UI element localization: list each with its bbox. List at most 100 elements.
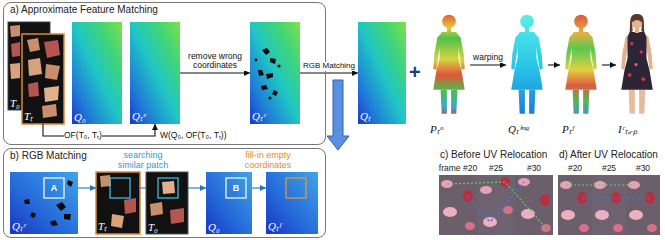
video-frame (480, 186, 492, 194)
group-heading: d) After UV Relocation (559, 149, 658, 160)
video-frame (647, 224, 657, 232)
body-figure (433, 14, 653, 114)
panel-heading: a) Approximate Feature Matching (10, 4, 158, 15)
uv-map (67, 180, 73, 187)
feature-matching-panel: a) Approximate Feature MatchingT₀TₜQ₀Qₜᵉ… (3, 2, 326, 145)
connector-arrow (180, 72, 250, 73)
figure-label: Pₜᶠ (562, 121, 574, 136)
body-figure (630, 42, 633, 45)
video-frame: frame #20 (439, 175, 477, 235)
uv-map (44, 178, 64, 198)
video-frame (541, 224, 551, 232)
comparison-group: c) Before UV Relocation frame #20 #25 #30 (438, 148, 555, 238)
texture-image (162, 181, 175, 194)
edge-label: W(Q₀, OF(T₀, Tₜ)) (159, 131, 228, 141)
texture-image (158, 178, 178, 198)
image-label: T₀ (10, 97, 20, 109)
texture-image (44, 86, 59, 102)
video-frame (439, 175, 477, 235)
body-figure: Qₜⁱᵐᵍ (506, 8, 548, 136)
video-frame (566, 184, 634, 185)
video-frame (540, 194, 550, 206)
uv-map: Q₀ (206, 172, 252, 234)
uv-map: Qₜᶜ (250, 22, 300, 124)
group-heading: c) Before UV Relocation (440, 149, 547, 160)
connector-arrow (602, 64, 616, 65)
texture-image (110, 178, 130, 198)
video-frame (629, 210, 643, 220)
edge-label: RGB Matching (302, 62, 356, 71)
texture-image (22, 34, 64, 124)
callout-note: fill-in empty coordinates (232, 150, 304, 170)
video-frame (579, 224, 589, 232)
uv-map (10, 172, 78, 234)
body-figure (433, 15, 465, 114)
video-frame (582, 197, 650, 198)
texture-image: T₀ (146, 172, 188, 234)
texture-image (96, 172, 188, 234)
uv-map: Qₜ (358, 22, 406, 124)
texture-image (42, 104, 57, 118)
video-frame: #30 (515, 175, 553, 235)
image-label: Qₜᵉ (132, 108, 146, 123)
uv-map (358, 22, 406, 124)
video-frame (561, 210, 575, 220)
uv-map: Qₜᵉ (130, 22, 180, 124)
texture-image (28, 58, 42, 76)
texture-image (111, 214, 124, 228)
uv-map (50, 220, 58, 226)
image-label: T₀ (148, 221, 158, 233)
video-frame (613, 224, 623, 232)
frame-label: #30 (636, 163, 650, 173)
patch-letter: A (51, 183, 58, 193)
video-frame: #25 (592, 175, 626, 235)
panel-heading: b) RGB Matching (10, 150, 87, 161)
figure-label: Pₜᵒ (430, 121, 443, 136)
image-label: Tₜ (98, 218, 107, 233)
uv-map (269, 97, 272, 100)
image-label: Q₀ (208, 221, 220, 233)
texture-image (170, 208, 184, 224)
body-figure (621, 32, 653, 90)
video-frame (595, 210, 609, 220)
video-frame (483, 217, 497, 227)
uv-map (255, 59, 258, 62)
comparison-group: d) After UV Relocation#20#25#30 (557, 148, 662, 238)
uv-map (72, 22, 406, 124)
video-frame (443, 207, 457, 217)
body-figure (629, 90, 635, 114)
uv-map (56, 202, 66, 211)
texture-image (146, 172, 188, 234)
connector-arrow (252, 187, 266, 188)
texture-image (11, 42, 20, 57)
body-figure (641, 77, 645, 81)
texture-image (44, 40, 60, 58)
plus-sign: + (409, 61, 421, 83)
frame-label: #25 (489, 163, 503, 173)
body-figure (621, 14, 653, 114)
body-figure (511, 15, 543, 114)
connector-arrow (548, 64, 560, 65)
image-label: Qₜ (360, 108, 371, 123)
image-label: Qₜᶜ (12, 218, 26, 233)
texture-image (10, 25, 20, 37)
uv-map (266, 172, 318, 234)
uv-map (24, 199, 30, 204)
texture-image (150, 202, 163, 216)
image-label: Q₀ (74, 111, 86, 123)
video-frame (558, 175, 592, 235)
uv-map (262, 48, 270, 55)
frame-label: #30 (527, 163, 541, 173)
texture-image (10, 63, 20, 79)
video-frame (628, 181, 640, 189)
uv-map (206, 172, 252, 234)
video-frame (592, 175, 626, 235)
uv-map (266, 73, 273, 79)
video-frame (503, 206, 513, 214)
callout-note: searching similar patch (111, 150, 175, 170)
uv-map (130, 22, 180, 124)
texture-image: Tₜ (96, 172, 140, 234)
uv-map (24, 180, 73, 226)
